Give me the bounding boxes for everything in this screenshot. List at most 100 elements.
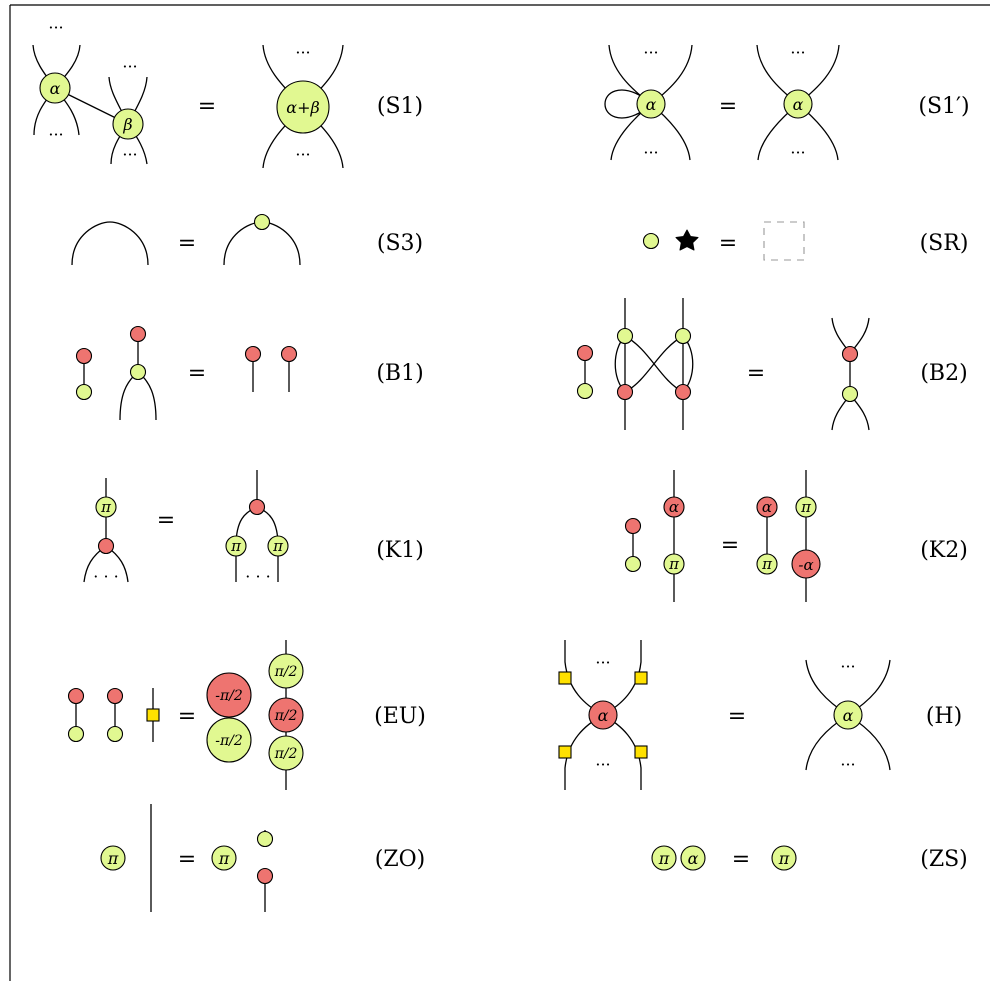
s1-green-spider-beta — [112, 108, 144, 140]
s1-lhs: ··· ··· ··· ··· α β — [32, 18, 148, 165]
k2-lhs-alpha-label: α — [669, 498, 679, 516]
eu-green-half-pi-top-label: π/2 — [274, 664, 298, 680]
zo-red-spider-state — [256, 867, 274, 885]
s1p-rhs-top-dots: ··· — [790, 43, 805, 62]
k2-rule-label: (K2) — [920, 538, 968, 563]
b1-red-spider-rhs-right — [280, 345, 298, 363]
eu-red-neg-half-pi-label: -π/2 — [215, 688, 243, 704]
s3-rule-label: (S3) — [377, 231, 423, 256]
s1p-lhs-alpha-label: α — [646, 95, 657, 114]
b2-rule-label: (B2) — [920, 361, 967, 386]
h-equals-sign: = — [728, 704, 746, 729]
h-hadamard-box-bottom-right — [634, 745, 648, 759]
k1-green-spider-pi-left — [225, 535, 247, 557]
b2-green-spider-rhs — [841, 385, 859, 403]
s1p-green-spider-rhs — [783, 89, 813, 119]
s1-lhs-top-dots: ··· — [48, 18, 63, 37]
s1-alpha-label: α — [50, 79, 61, 98]
b1-rule-label: (B1) — [376, 361, 423, 386]
h-rhs-alpha-label: α — [843, 706, 854, 725]
s3-cup-lhs — [71, 221, 149, 266]
k1-equals-sign: = — [157, 508, 175, 533]
zo-green-spider-effect — [256, 830, 274, 848]
eu-green-half-pi-bottom-label: π/2 — [274, 746, 298, 762]
rule-sr: = (SR) — [642, 221, 969, 261]
s1p-green-spider-lhs — [636, 89, 666, 119]
sr-equals-sign: = — [719, 231, 737, 256]
s1-equals-sign: = — [198, 94, 216, 119]
s1-lhs-left-dots: ··· — [48, 125, 63, 144]
rule-s3: = (S3) — [71, 213, 423, 266]
k1-red-spider-rhs — [248, 498, 266, 516]
s1p-lhs-top-dots: ··· — [643, 43, 658, 62]
eu-equals-sign: = — [178, 704, 196, 729]
h-lhs-bottom-dots: ··· — [595, 755, 610, 774]
s1p-lhs: ··· ··· α — [604, 43, 693, 162]
rule-k2: α π = α π π -α (K2) — [624, 470, 968, 602]
figure-frame — [9, 4, 990, 981]
eu-hadamard-box — [146, 708, 160, 722]
zo-green-spider-pi-lhs — [100, 845, 126, 871]
s3-green-spider — [253, 213, 271, 231]
h-hadamard-box-top-right — [634, 671, 648, 685]
k1-green-spider-pi-right — [267, 535, 289, 557]
star-icon — [675, 229, 699, 251]
s1-beta-label: β — [122, 115, 132, 134]
eu-green-spider-1 — [67, 725, 85, 743]
k1-red-spider-lhs — [97, 537, 115, 555]
k2-green-spider-pi-lhs — [663, 553, 685, 575]
h-rhs-bottom-dots: ··· — [840, 755, 855, 774]
sr-rule-label: (SR) — [920, 231, 969, 256]
zo-equals-sign: = — [178, 847, 196, 872]
eu-red-spider-1 — [67, 687, 85, 705]
rule-zo: π = π (ZO) — [100, 804, 425, 912]
s3-equals-sign: = — [178, 231, 196, 256]
s1p-rhs: ··· ··· α — [756, 43, 840, 162]
b2-green-spider-left — [616, 327, 634, 345]
b2-red-spider-rhs — [841, 345, 859, 363]
zs-green-spider-pi — [651, 845, 677, 871]
k1-rhs-pi-right-label: π — [272, 537, 284, 555]
h-red-spider-alpha — [588, 700, 618, 730]
k2-green-spider-scalar — [624, 555, 642, 573]
k1-green-spider-pi — [95, 496, 117, 518]
h-hadamard-box-bottom-left — [558, 745, 572, 759]
eu-red-spider-neg-half-pi — [206, 672, 252, 718]
eu-red-half-pi-label: π/2 — [274, 708, 298, 724]
eu-rule-label: (EU) — [374, 704, 426, 729]
eu-green-neg-half-pi-label: -π/2 — [215, 733, 243, 749]
rule-h: ··· ··· α = ··· ··· α (H) — [558, 640, 962, 790]
eu-green-spider-half-pi-bottom — [268, 735, 304, 771]
s1-rhs-bottom-dots: ··· — [295, 145, 310, 164]
eu-green-spider-half-pi-top — [268, 653, 304, 689]
k2-rhs-alpha-label: α — [762, 498, 772, 516]
k1-lhs-pi-label: π — [100, 498, 112, 516]
k2-neg-alpha-label: -α — [798, 556, 813, 574]
rule-s1: ··· ··· ··· ··· α β = ··· ··· α+β (S1) — [32, 18, 423, 169]
s1p-rhs-alpha-label: α — [793, 95, 804, 114]
b1-red-spider-lhs — [75, 347, 93, 365]
k2-red-spider-alpha-rhs — [756, 496, 778, 518]
k2-lhs-pi-label: π — [668, 555, 680, 573]
eu-green-spider-2 — [106, 725, 124, 743]
b2-green-spider-scalar — [576, 382, 594, 400]
s1-lhs-right-bottom-dots: ··· — [122, 145, 137, 164]
k1-rhs-pi-left-label: π — [230, 537, 242, 555]
b2-red-spider-scalar — [576, 344, 594, 362]
k1-rhs-dots: · · · — [245, 567, 270, 586]
sr-green-spider — [642, 232, 660, 250]
k2-rhs-pi-right-label: π — [800, 498, 812, 516]
zo-lhs-pi-label: π — [107, 849, 119, 868]
k2-red-spider-neg-alpha — [791, 549, 821, 579]
k2-green-spider-pi-rhs-right — [795, 496, 817, 518]
rule-b2: = (B2) — [576, 298, 968, 431]
s1-sum-label: α+β — [286, 98, 319, 117]
rule-k1: π · · · = π π · · · (K1) — [83, 470, 424, 586]
k2-rhs-pi-left-label: π — [761, 555, 773, 573]
s1p-equals-sign: = — [719, 94, 737, 119]
s1p-rule-label: (S1′) — [918, 94, 969, 119]
s1-rhs: ··· ··· α+β — [262, 43, 344, 169]
zs-rule-label: (ZS) — [920, 847, 968, 872]
zs-lhs-pi-label: π — [658, 849, 670, 868]
b1-green-spider-lhs — [75, 383, 93, 401]
